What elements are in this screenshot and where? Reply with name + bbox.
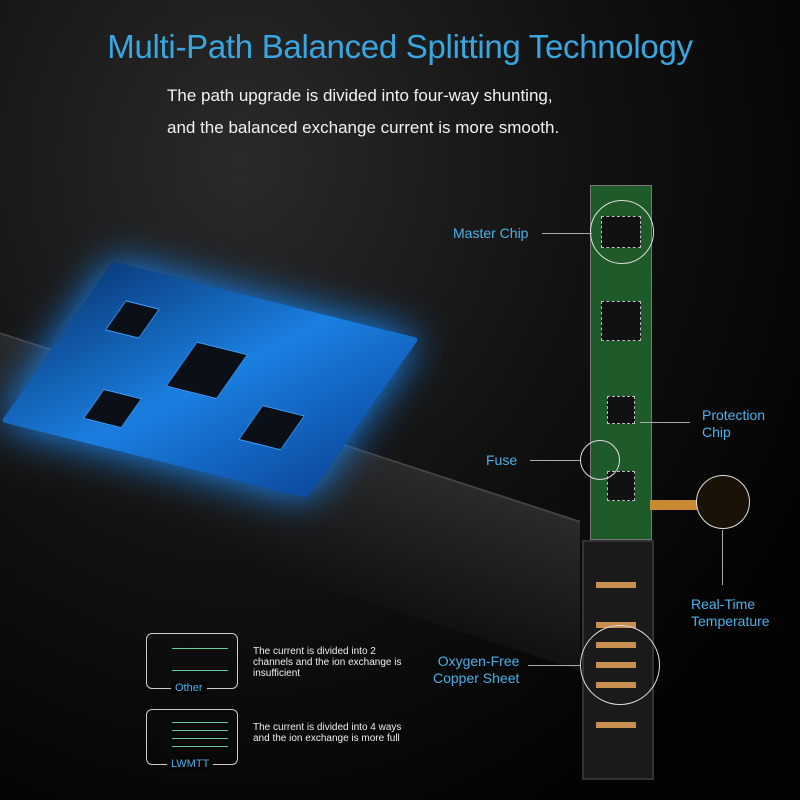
page-title: Multi-Path Balanced Splitting Technology: [107, 28, 693, 65]
other-diagram: Other: [146, 633, 238, 694]
lwmtt-description: The current is divided into 4 ways and t…: [253, 722, 402, 744]
copper-sheet-circle: [580, 625, 660, 705]
master-chip-label: Master Chip: [453, 225, 529, 241]
lwmtt-diagram: LWMTT: [146, 709, 238, 770]
temperature-sensor-circle: [696, 475, 750, 529]
fuse-circle: [580, 440, 620, 480]
fuse-label: Fuse: [486, 452, 518, 468]
other-label: Other: [171, 682, 207, 694]
lwmtt-label: LWMTT: [167, 758, 214, 770]
subtitle-line-2: and the balanced exchange current is mor…: [167, 118, 560, 137]
subtitle-line-1: The path upgrade is divided into four-wa…: [167, 86, 553, 105]
master-chip-circle: [590, 200, 654, 264]
temperature-sensor-wire: [650, 500, 720, 510]
other-description: The current is divided into 2 channels a…: [253, 646, 402, 679]
